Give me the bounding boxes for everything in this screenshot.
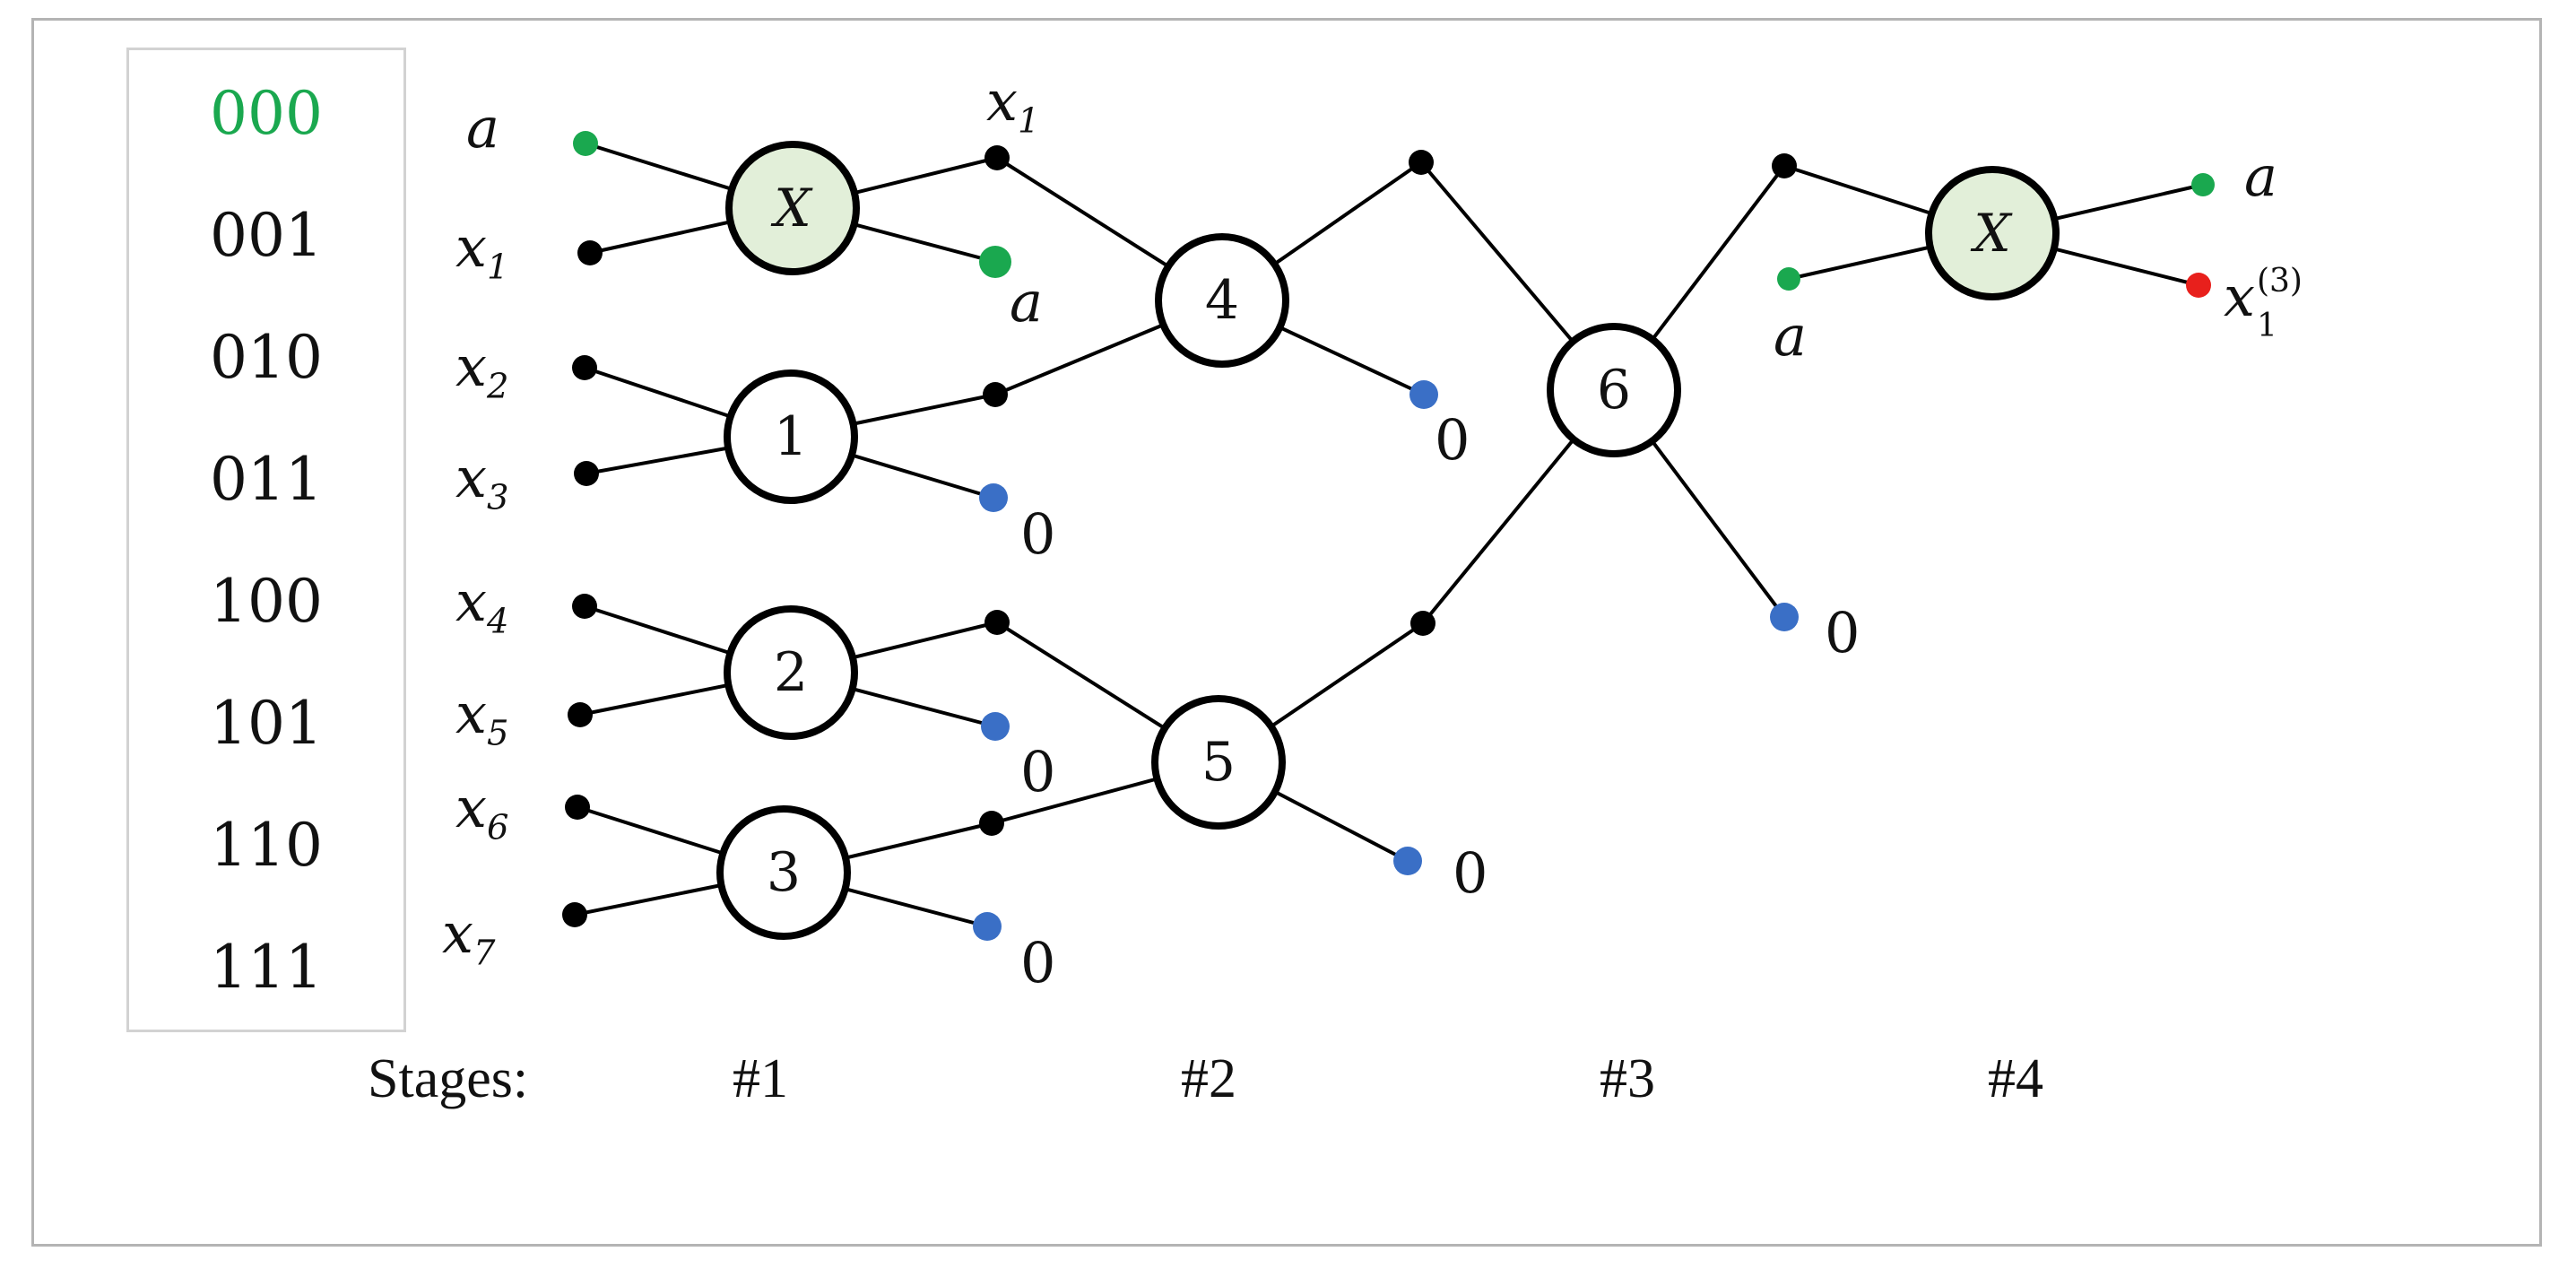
- svg-text:4: 4: [1205, 269, 1239, 332]
- zero-label: 0: [1020, 501, 1056, 567]
- stages-label: Stages:: [368, 1048, 529, 1109]
- input-label-x7: x7: [442, 900, 496, 974]
- input-label-x1: x1: [455, 214, 509, 288]
- node-5: 5: [1151, 695, 1286, 830]
- node-6: 6: [1547, 323, 1681, 457]
- zero-label: 0: [1020, 930, 1056, 995]
- stage-2-label: #2: [1181, 1048, 1236, 1109]
- green-dots: [573, 131, 2215, 291]
- input-label-x6: x6: [455, 775, 509, 848]
- stage-1-label: #1: [733, 1048, 788, 1109]
- svg-text:1: 1: [774, 405, 808, 468]
- code-000: 000: [210, 79, 323, 148]
- stage-3-label: #3: [1600, 1048, 1655, 1109]
- red-dot: [2186, 273, 2211, 298]
- zero-label: 0: [1825, 600, 1860, 665]
- diagram-frame: [31, 18, 2542, 1247]
- output-label-x1: x1: [986, 68, 1040, 142]
- code-100: 100: [210, 567, 323, 636]
- code-011: 011: [210, 445, 323, 514]
- svg-text:6: 6: [1597, 359, 1631, 422]
- final-input-label-a: a: [1774, 303, 1807, 369]
- code-010: 010: [210, 323, 323, 392]
- node-1: 1: [724, 369, 858, 504]
- blue-dots: [973, 380, 1799, 941]
- output-label-a: a: [1010, 269, 1043, 335]
- final-output-label-a: a: [2244, 143, 2277, 209]
- code-101: 101: [210, 689, 323, 758]
- code-001: 001: [210, 201, 323, 270]
- svg-text:5: 5: [1201, 731, 1236, 794]
- black-dots: [562, 145, 1797, 927]
- input-label-a: a: [466, 95, 499, 161]
- svg-text:3: 3: [767, 841, 801, 904]
- node-swap-1: X: [725, 141, 860, 275]
- svg-text:X: X: [770, 178, 813, 239]
- input-label-x4: x4: [455, 569, 509, 642]
- svg-text:X: X: [1970, 203, 2013, 264]
- input-label-x2: x2: [455, 334, 509, 407]
- code-list-box: [126, 48, 406, 1032]
- zero-label: 0: [1435, 407, 1470, 473]
- node-4: 4: [1155, 233, 1289, 368]
- stage-4-label: #4: [1988, 1048, 2043, 1109]
- node-2: 2: [724, 605, 858, 740]
- zero-label: 0: [1020, 739, 1056, 804]
- code-110: 110: [210, 811, 323, 880]
- node-swap-2: X: [1925, 166, 2060, 300]
- node-3: 3: [716, 805, 851, 940]
- zero-label: 0: [1453, 840, 1488, 906]
- svg-text:2: 2: [774, 641, 808, 704]
- input-label-x3: x3: [455, 445, 509, 518]
- input-label-x5: x5: [455, 681, 509, 754]
- code-111: 111: [210, 933, 323, 1002]
